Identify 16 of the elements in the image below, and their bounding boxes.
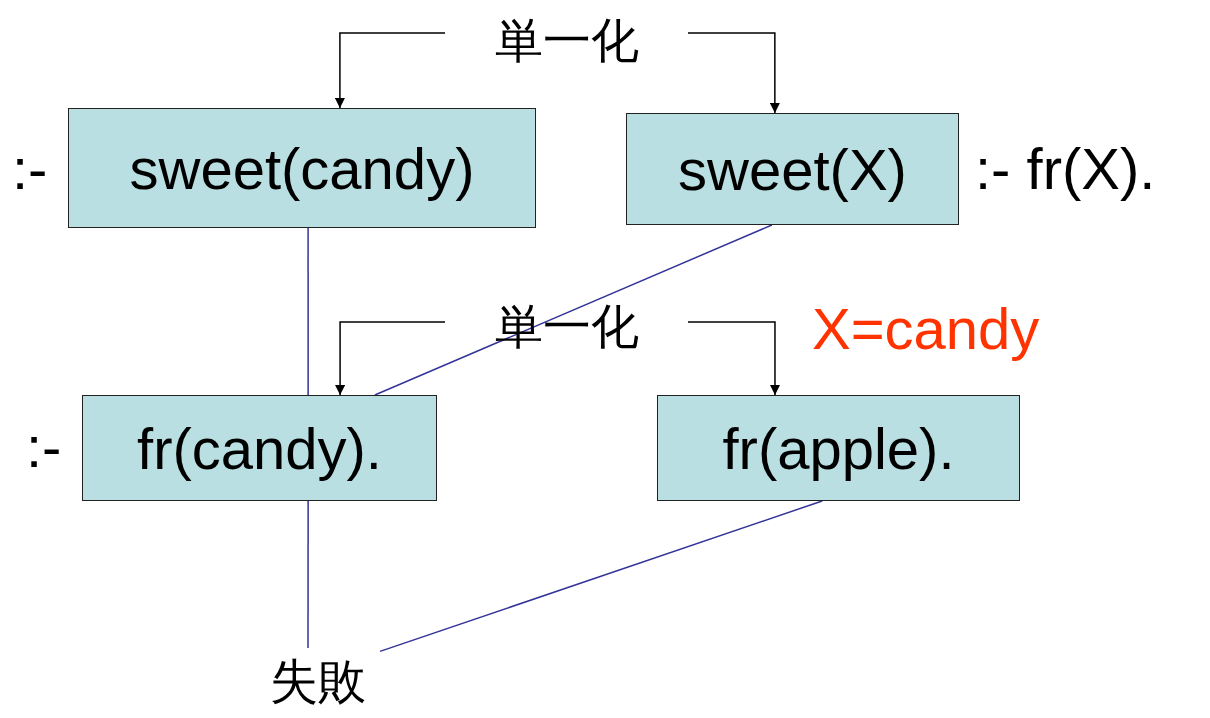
term-box: fr(apple). (657, 395, 1020, 501)
arrow (334, 32, 446, 109)
clause-text: :- (26, 418, 62, 476)
node-text: 単一化 (445, 10, 688, 72)
clause-text: :- (12, 140, 48, 198)
node-text: 失敗 (255, 648, 380, 716)
connector-line (307, 227, 309, 396)
term-box: fr(candy). (82, 395, 437, 501)
connector-line (374, 224, 773, 396)
arrow (687, 321, 780, 396)
arrow (687, 32, 780, 114)
term-box: sweet(X) (626, 113, 959, 225)
connector-line (379, 500, 823, 653)
term-box: sweet(candy) (68, 108, 536, 228)
connector-line (307, 500, 309, 649)
arrow (335, 321, 446, 396)
